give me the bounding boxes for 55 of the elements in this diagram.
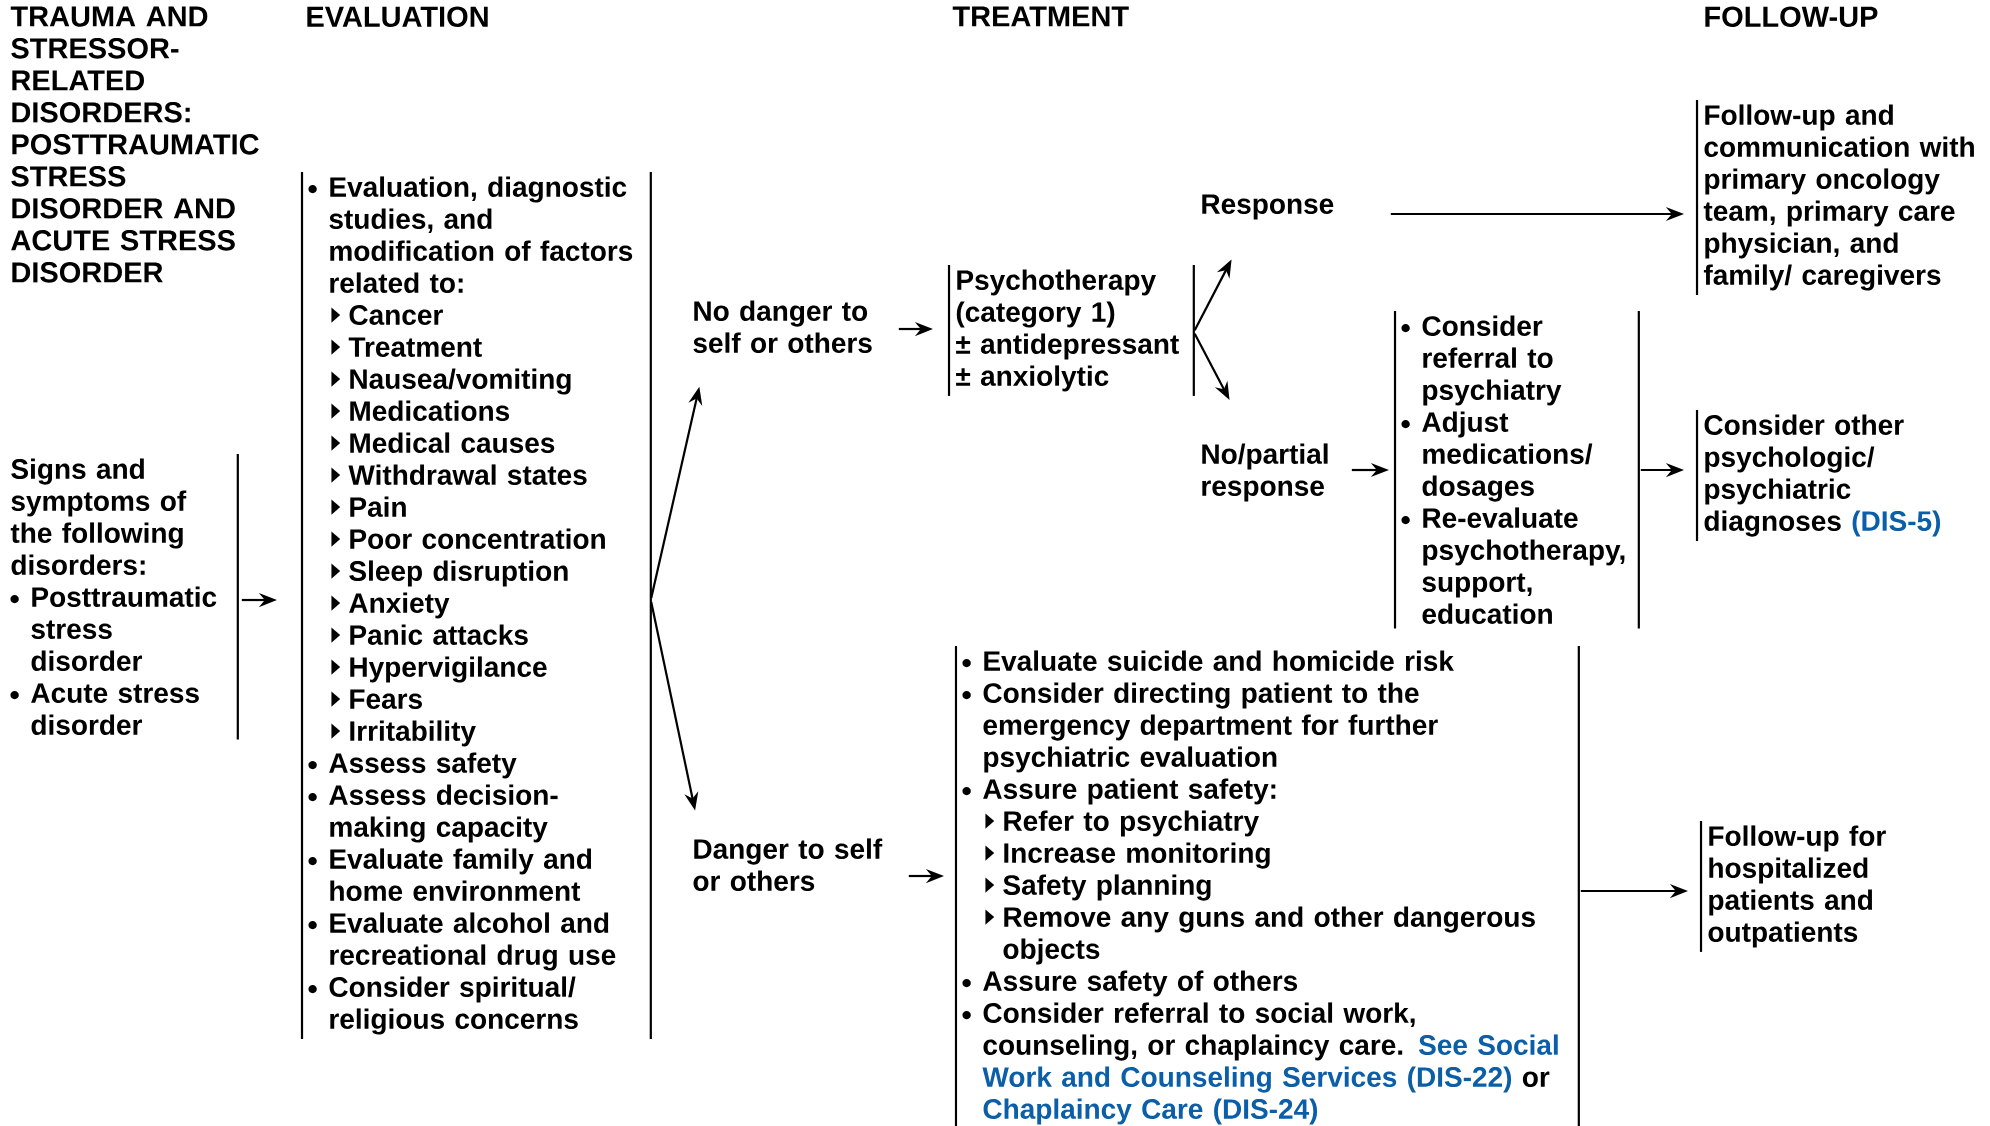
node-label: See Social <box>1418 1034 1558 1055</box>
column-heading: FOLLOW-UP <box>1705 6 1878 27</box>
node-label: Evaluate suicide and homicide risk <box>984 650 1454 671</box>
node-label: Assess safety <box>329 752 517 779</box>
heading: TRAUMA AND STRESSOR-RELATED DISORDERS: POSTTRAUMATIC STRESS DISORDER AND ACUTE STRESS DISORDER <box>10 6 259 283</box>
node-label: Poor concentration <box>350 528 605 549</box>
flow-label: Response <box>1202 194 1334 220</box>
bracketed-text-box: Follow-up for hospitalized patients and outpatients <box>1699 821 1886 952</box>
node-label: Consider directing patient to the emergency department for further psychiatric evaluation <box>983 682 1438 773</box>
node-label: Anxiety <box>349 592 450 619</box>
node-label: Medical causes <box>350 432 555 453</box>
flow-label: No/partial response <box>1202 443 1328 502</box>
node-label: Remove any guns and other dangerous objects <box>1003 906 1535 965</box>
node-label: Refer to psychiatry <box>1004 810 1259 837</box>
column-heading: TREATMENT <box>952 6 1129 27</box>
flow-label: No danger to self or others <box>693 300 872 353</box>
node-label: Nausea/vomiting <box>350 368 571 395</box>
node-label: Consider referral to psychiatry <box>1422 315 1562 406</box>
node-label: Panic attacks <box>350 624 528 645</box>
bracketed-text-box: Follow-up and communication with primary oncology team, primary care physician, and family/ caregivers <box>1695 100 1974 296</box>
node-label: Pain <box>350 496 406 517</box>
node-label: Fears <box>350 689 422 709</box>
node-label: or <box>1522 1071 1550 1087</box>
node-label: Evaluation, diagnostic studies, and modification of factors related to: <box>329 176 633 293</box>
node-label: Assess decision-making capacity <box>329 784 558 843</box>
column-heading: EVALUATION <box>307 6 488 27</box>
node-label: Withdrawal states <box>348 464 587 485</box>
bracketed-text-box: Evaluation, diagnostic studies, and modification of factors related to: Cancer Treatment Nausea/vomiting Medications Medical causes Withdrawal states Pain Poor concentration Sleep disruption Anxiety Panic attacks Hypervigilance Fears Irritability Assess safety Assess decision-making capacity Evaluate family and home environment Evaluate alcohol and recreational drug use Consider spiritual/ religious concerns <box>300 172 652 1040</box>
node-label: Safety planning <box>1003 874 1211 901</box>
bracketed-text-box: Signs and symptoms of the following disorders: Posttraumatic stress disorder Acute stress disorder <box>10 454 239 740</box>
node-label: Consider spiritual/ religious concerns <box>329 976 578 1035</box>
node-label: Posttraumatic stress disorder <box>31 586 217 671</box>
node-label: Medications <box>350 400 510 421</box>
node-label: Sleep disruption <box>349 560 568 587</box>
node-label: Re-evaluate psychotherapy, support, education <box>1422 507 1625 624</box>
node-label: Chaplaincy Care (DIS-24) <box>983 1098 1318 1125</box>
node-label: Consider referral to social work, counseling, or chaplaincy care. <box>983 1002 1415 1061</box>
node-label: Evaluate family and home environment <box>330 848 592 901</box>
node-label: Assure patient safety: <box>983 778 1276 805</box>
node-label: Work and Counseling Services (DIS-22) <box>982 1066 1512 1093</box>
node-label: Acute stress disorder <box>31 683 199 735</box>
flow-label: Danger to self or others <box>693 838 883 891</box>
node-label: Hypervigilance <box>350 656 547 683</box>
node-label: Cancer <box>349 305 443 325</box>
node-label: Assure safety of others <box>983 970 1298 997</box>
bracketed-text-box: Evaluate suicide and homicide risk Consider directing patient to the emergency department for further psychiatric evaluation Assure patient safety: Refer to psychiatry Increase monitoring Safety planning Remove any guns and other dangerous objects Assure safety of others Consider referral to social work, counseling, or chaplaincy care. See Social Work and Counseling Services (DIS-22) or Chaplaincy Care (DIS-24) <box>954 646 1580 1126</box>
node-label: Treatment <box>348 337 482 357</box>
bracketed-text-box: Psychotherapy (category 1) ± antidepressant ± anxiolytic <box>947 265 1195 396</box>
node-label: Irritability <box>350 720 476 747</box>
node-label: Evaluate alcohol and recreational drug use <box>330 912 616 971</box>
node-label: Increase monitoring <box>1004 842 1270 869</box>
bracketed-text-box: Consider other psychologic/ psychiatric diagnoses (DIS-5) <box>1695 410 1941 542</box>
node-label: Signs and symptoms of the following disorders: <box>10 458 187 575</box>
node-label: Adjust medications/ dosages <box>1422 411 1593 502</box>
bracketed-text-box: Consider referral to psychiatry Adjust medications/ dosages Re-evaluate psychotherapy, support, education <box>1393 311 1640 629</box>
